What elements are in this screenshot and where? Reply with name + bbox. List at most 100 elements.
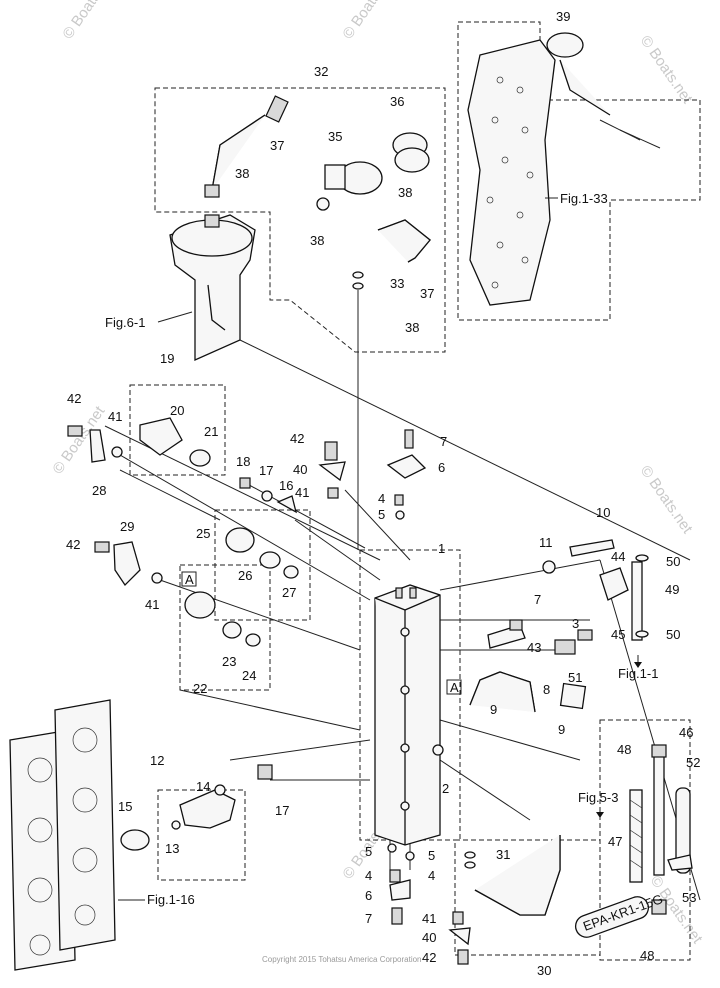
callout-37: 37 [270,138,284,153]
callout-44: 44 [611,549,625,564]
callout-4: 4 [428,868,435,883]
callout-12: 12 [150,753,164,768]
callout-26: 26 [238,568,252,583]
hose-parts [204,95,431,290]
callout-19: 19 [160,351,174,366]
fig-6-1-ref: Fig.6-1 [105,315,145,330]
callout-7: 7 [365,911,372,926]
fig-1-33-ref: Fig.1-33 [560,191,608,206]
view-marker-a: A [185,572,194,587]
callout-45: 45 [611,627,625,642]
callout-1: 1 [438,541,445,556]
group-19-box [129,384,226,476]
group-46-box [599,719,691,961]
callout-36: 36 [390,94,404,109]
callout-11: 11 [539,535,553,550]
callout-21: 21 [204,424,218,439]
callout-18: 18 [236,454,250,469]
callout-16: 16 [279,478,293,493]
callout-38: 38 [398,185,412,200]
callout-7: 7 [440,434,447,449]
fig-1-16-ref: Fig.1-16 [147,892,195,907]
callout-10: 10 [596,505,610,520]
callout-46: 46 [679,725,693,740]
callout-14: 14 [196,779,210,794]
callout-53: 53 [682,890,696,905]
callout-7: 7 [534,592,541,607]
callout-9: 9 [558,722,565,737]
view-marker-a: A [450,680,459,695]
callout-47: 47 [608,834,622,849]
callout-6: 6 [365,888,372,903]
callout-42: 42 [66,537,80,552]
callout-33: 33 [390,276,404,291]
callout-9: 9 [490,702,497,717]
callout-5: 5 [428,848,435,863]
group-32-box [154,87,446,353]
callout-5: 5 [365,844,372,859]
filter-housing [169,214,256,362]
callout-41: 41 [422,911,436,926]
callout-3: 3 [572,616,579,631]
callout-42: 42 [67,391,81,406]
callout-40: 40 [293,462,307,477]
callout-15: 15 [118,799,132,814]
group-25-box [214,509,311,621]
water-jacket-body [374,584,444,846]
watermark: © Boats.net [59,0,118,42]
callout-22: 22 [193,681,207,696]
small-parts: EPA-KR1-15G [67,417,693,965]
callout-41: 41 [295,485,309,500]
callout-48: 48 [640,948,654,963]
watermark: © Boats.net [339,0,398,42]
callout-38: 38 [310,233,324,248]
fig-1-1-ref: Fig.1-1 [618,666,658,681]
watermark: © Boats.net [637,33,696,108]
callout-38: 38 [235,166,249,181]
group-1-box [359,549,461,841]
callout-35: 35 [328,129,342,144]
callout-50: 50 [666,554,680,569]
callout-5: 5 [378,507,385,522]
callout-8: 8 [543,682,550,697]
callout-28: 28 [92,483,106,498]
callout-20: 20 [170,403,184,418]
fig-5-3-ref: Fig.5-3 [578,790,618,805]
callout-42: 42 [290,431,304,446]
callout-52: 52 [686,755,700,770]
callout-25: 25 [196,526,210,541]
callout-38: 38 [405,320,419,335]
callout-48: 48 [617,742,631,757]
callout-13: 13 [165,841,179,856]
callout-41: 41 [108,409,122,424]
callout-51: 51 [568,670,582,685]
callout-49: 49 [665,582,679,597]
callout-43: 43 [527,640,541,655]
watermark: © Boats.net [637,463,696,538]
callout-31: 31 [496,847,510,862]
callout-4: 4 [365,868,372,883]
callout-42: 42 [422,950,436,965]
callout-labels: 1 2 3 4 4 4 5 5 5 6 6 7 7 7 8 9 9 10 11 … [66,9,700,978]
callout-30: 30 [537,963,551,978]
callout-32: 32 [314,64,328,79]
callout-17: 17 [259,463,273,478]
callout-23: 23 [222,654,236,669]
leader-lines [104,290,701,901]
figure-references: Fig.1-33 Fig.6-1 Fig.1-1 Fig.5-3 Fig.1-1… [105,191,658,907]
callout-39: 39 [556,9,570,24]
callout-6: 6 [438,460,445,475]
cylinder-plate [467,32,661,306]
view-markers: A A [181,571,462,695]
group-22-box [179,564,271,691]
callout-2: 2 [442,781,449,796]
callout-4: 4 [378,491,385,506]
callout-24: 24 [242,668,256,683]
callout-27: 27 [282,585,296,600]
callout-17: 17 [275,803,289,818]
callout-40: 40 [422,930,436,945]
copyright-notice: Copyright 2015 Tohatsu America Corporati… [262,955,422,964]
gasket-stack [9,699,116,971]
callout-29: 29 [120,519,134,534]
